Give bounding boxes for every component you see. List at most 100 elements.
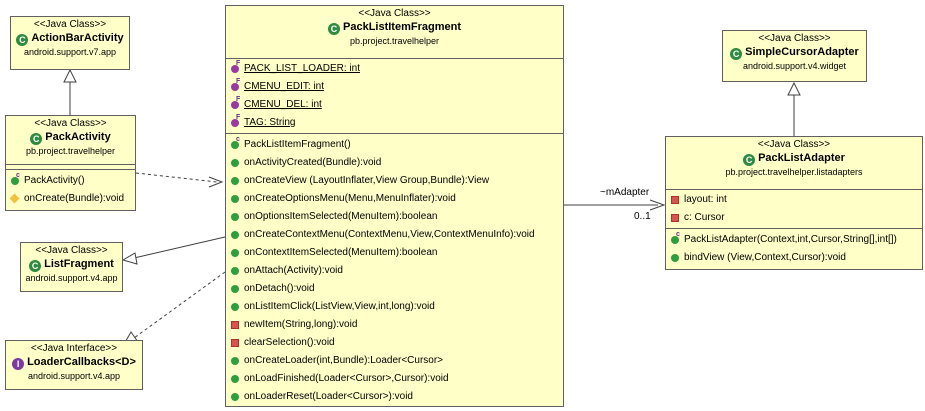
stereotype-label: <<Java Class>> — [33, 19, 107, 30]
field-row[interactable]: c: Cursor — [670, 209, 922, 227]
protected-icon — [9, 193, 20, 204]
fields-section: layout: int c: Cursor — [666, 189, 922, 228]
public-method-icon — [231, 231, 239, 239]
public-method-icon — [231, 393, 239, 401]
public-method-icon — [231, 195, 239, 203]
class-icon: C — [730, 48, 743, 60]
static-final-field-icon — [231, 119, 239, 127]
generalization-arrowhead-listfragment — [121, 252, 138, 265]
class-icon: C — [16, 34, 29, 46]
generalization-arrowhead — [63, 68, 77, 83]
class-icon: C — [328, 23, 340, 35]
method-row[interactable]: clearSelection():void — [230, 334, 563, 352]
method-row[interactable]: onCreateView (LayoutInflater,View Group,… — [230, 172, 563, 190]
association-role-label: ~mAdapter — [600, 187, 650, 198]
package-name: android.support.v4.app — [25, 273, 118, 283]
generalization-arrowhead-adapter — [787, 81, 801, 96]
public-method-icon — [231, 285, 239, 293]
private-method-icon — [231, 339, 239, 347]
realization-line — [133, 271, 226, 339]
class-name: ListFragment — [44, 258, 114, 270]
constructor-icon — [671, 236, 679, 244]
constructor-icon — [231, 141, 239, 149]
private-field-icon — [671, 214, 679, 222]
method-row[interactable]: onCreateLoader(int,Bundle):Loader<Cursor… — [230, 352, 563, 370]
method-row[interactable]: onCreateContextMenu(ContextMenu,View,Con… — [230, 226, 563, 244]
interface-icon: I — [12, 358, 25, 370]
association-multiplicity-label: 0..1 — [634, 211, 651, 222]
public-method-icon — [671, 254, 679, 262]
method-row[interactable]: onLoaderReset(Loader<Cursor>):void — [230, 388, 563, 406]
public-method-icon — [231, 177, 239, 185]
method-row[interactable]: onDetach():void — [230, 280, 563, 298]
method-row[interactable]: onListItemClick(ListView,View,int,long):… — [230, 298, 563, 316]
method-row[interactable]: onOptionsItemSelected(MenuItem):boolean — [230, 208, 563, 226]
constructor-icon — [11, 177, 19, 185]
package-name: android.support.v7.app — [23, 47, 117, 57]
class-icon: C — [30, 133, 43, 145]
public-method-icon — [231, 375, 239, 383]
package-name: android.support.v4.app — [27, 371, 121, 381]
stereotype-label: <<Java Interface>> — [30, 343, 118, 354]
class-name: LoaderCallbacks<D> — [27, 356, 136, 368]
stereotype-label: <<Java Class>> — [35, 245, 108, 256]
public-method-icon — [231, 159, 239, 167]
class-name: ActionBarActivity — [31, 32, 124, 44]
association-arrowhead — [649, 199, 666, 211]
class-name: PackListItemFragment — [343, 21, 461, 33]
fields-section — [6, 164, 135, 169]
public-method-icon — [231, 213, 239, 221]
class-icon: C — [29, 260, 42, 272]
static-final-field-icon — [231, 83, 239, 91]
static-final-field-icon — [231, 101, 239, 109]
stereotype-label: <<Java Class>> — [758, 33, 831, 44]
public-method-icon — [231, 267, 239, 275]
private-field-icon — [671, 196, 679, 204]
package-name: pb.project.travelhelper — [25, 146, 116, 156]
package-name: pb.project.travelhelper — [349, 36, 440, 46]
package-name: android.support.v4.widget — [742, 61, 847, 71]
method-row[interactable]: onLoadFinished(Loader<Cursor>,Cursor):vo… — [230, 370, 563, 388]
private-method-icon — [231, 321, 239, 329]
field-row[interactable]: layout: int — [670, 191, 922, 209]
public-method-icon — [231, 357, 239, 365]
public-method-icon — [231, 303, 239, 311]
dependency-arrowhead — [208, 176, 224, 188]
class-name: PackListAdapter — [758, 152, 845, 164]
generalization-line-listfragment — [133, 236, 226, 259]
method-row[interactable]: bindView (View,Context,Cursor):void — [670, 249, 922, 267]
class-name: PackActivity — [45, 131, 111, 143]
method-row[interactable]: onActivityCreated(Bundle):void — [230, 154, 563, 172]
public-method-icon — [231, 249, 239, 257]
method-row[interactable]: onAttach(Activity):void — [230, 262, 563, 280]
class-name: SimpleCursorAdapter — [745, 46, 859, 58]
class-icon: C — [743, 154, 756, 166]
method-row[interactable]: onCreateOptionsMenu(Menu,MenuInflater):v… — [230, 190, 563, 208]
method-row[interactable]: onContextItemSelected(MenuItem):boolean — [230, 244, 563, 262]
static-final-field-icon — [231, 65, 239, 73]
method-row[interactable]: newItem(String,long):void — [230, 316, 563, 334]
stereotype-label: <<Java Class>> — [34, 118, 107, 129]
package-name: pb.project.travelhelper.listadapters — [725, 167, 863, 177]
dependency-line — [135, 172, 218, 183]
stereotype-label: <<Java Class>> — [358, 8, 431, 19]
method-row[interactable]: onCreate(Bundle):void — [9, 190, 135, 208]
